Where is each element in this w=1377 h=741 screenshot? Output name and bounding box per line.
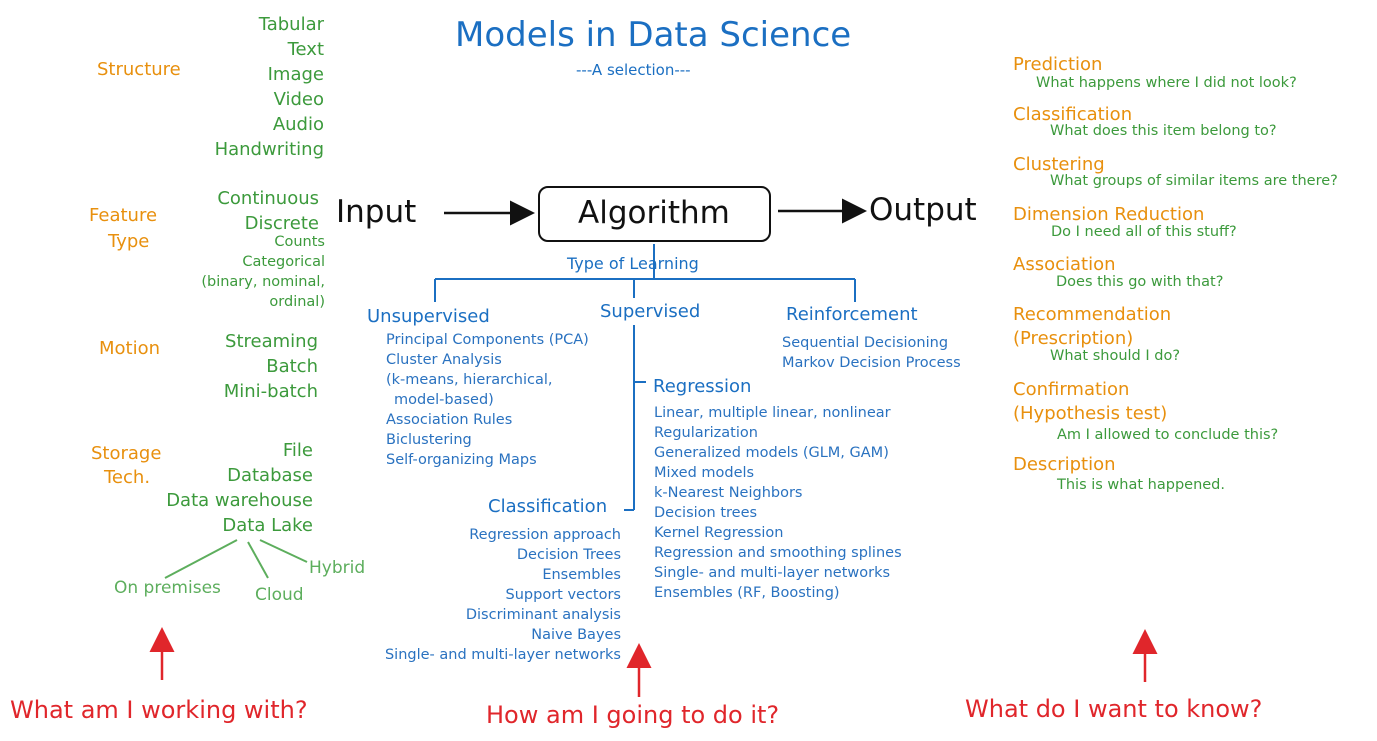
list-item: Counts xyxy=(274,234,325,250)
list-item: Linear, multiple linear, nonlinear xyxy=(654,405,891,421)
algorithm-box xyxy=(538,186,771,242)
list-item: Video xyxy=(273,89,324,110)
type-of-learning-label: Type of Learning xyxy=(567,254,699,273)
list-item: Support vectors xyxy=(505,587,621,603)
output-clustering-question: What groups of similar items are there? xyxy=(1050,173,1338,189)
list-item: Regression and smoothing splines xyxy=(654,545,902,561)
list-item: Image xyxy=(267,64,324,85)
feature-label: Feature xyxy=(89,205,158,226)
reinforcement-list: Sequential Decisioning Markov Decision P… xyxy=(782,333,961,373)
regression-label: Regression xyxy=(653,376,752,397)
list-item: Database xyxy=(227,465,313,486)
list-item: File xyxy=(282,440,313,461)
list-item: Regularization xyxy=(654,425,758,441)
output-recommendation: Recommendation xyxy=(1013,304,1172,325)
output-dimension-reduction-question: Do I need all of this stuff? xyxy=(1051,224,1237,240)
list-item: Ensembles (RF, Boosting) xyxy=(654,585,840,601)
list-item: Batch xyxy=(266,356,318,377)
page-title: Models in Data Science xyxy=(455,15,852,55)
list-item: Biclustering xyxy=(386,432,472,448)
output-prediction: Prediction xyxy=(1013,54,1103,75)
unsupervised-list: Principal Components (PCA) Cluster Analy… xyxy=(386,330,589,470)
feature-subtype-list: Counts Categorical (binary, nominal, ord… xyxy=(201,232,325,312)
output-prescription: (Prescription) xyxy=(1013,328,1134,349)
list-item: Data Lake xyxy=(222,515,313,536)
structure-list: Tabular Text Image Video Audio Handwriti… xyxy=(215,12,324,162)
reinforcement-label: Reinforcement xyxy=(786,304,918,325)
list-item: Cluster Analysis xyxy=(386,352,502,368)
list-item: Single- and multi-layer networks xyxy=(384,647,621,663)
deploy-cloud: Cloud xyxy=(255,585,304,605)
classification-list: Regression approach Decision Trees Ensem… xyxy=(385,525,621,665)
motion-list: Streaming Batch Mini-batch xyxy=(224,329,318,404)
list-item: Mini-batch xyxy=(223,381,318,402)
input-label: Input xyxy=(336,194,417,230)
supervised-label: Supervised xyxy=(600,301,701,322)
output-association-question: Does this go with that? xyxy=(1056,274,1224,290)
list-item: Text xyxy=(287,39,324,60)
structure-label: Structure xyxy=(97,59,181,80)
list-item: Categorical xyxy=(242,254,325,270)
classification-label: Classification xyxy=(488,496,608,517)
tech-label: Tech. xyxy=(104,467,151,488)
unsupervised-label: Unsupervised xyxy=(367,306,490,327)
list-item: Decision Trees xyxy=(516,547,621,563)
output-description-question: This is what happened. xyxy=(1057,477,1225,493)
list-item: Association Rules xyxy=(386,412,513,428)
output-confirmation: Confirmation xyxy=(1013,379,1130,400)
algorithm-label: Algorithm xyxy=(578,195,730,231)
deploy-on-premises: On premises xyxy=(114,578,221,598)
output-hypothesis-test: (Hypothesis test) xyxy=(1013,403,1168,424)
list-item: model-based) xyxy=(394,392,494,408)
question-middle: How am I going to do it? xyxy=(486,701,780,729)
output-label: Output xyxy=(869,192,977,228)
list-item: Single- and multi-layer networks xyxy=(654,565,891,581)
list-item: Sequential Decisioning xyxy=(782,335,949,351)
page-subtitle: ---A selection--- xyxy=(576,61,691,79)
list-item: Regression approach xyxy=(469,527,621,543)
output-dimension-reduction: Dimension Reduction xyxy=(1013,204,1205,225)
list-item: Ensembles xyxy=(542,567,621,583)
type-label: Type xyxy=(108,231,150,252)
list-item: Decision trees xyxy=(654,505,758,521)
question-left: What am I working with? xyxy=(10,696,308,724)
list-item: Generalized models (GLM, GAM) xyxy=(654,445,889,461)
list-item: Continuous xyxy=(217,188,319,209)
output-recommendation-question: What should I do? xyxy=(1050,348,1181,364)
regression-list: Linear, multiple linear, nonlinear Regul… xyxy=(654,403,902,603)
list-item: Discrete xyxy=(244,213,319,234)
list-item: Handwriting xyxy=(214,139,324,160)
output-description: Description xyxy=(1013,454,1116,475)
list-item: (k-means, hierarchical, xyxy=(386,372,553,388)
output-classification: Classification xyxy=(1013,104,1133,125)
list-item: ordinal) xyxy=(269,294,325,310)
list-item: Streaming xyxy=(225,331,318,352)
feature-type-list: Continuous Discrete xyxy=(217,186,319,236)
deploy-hybrid: Hybrid xyxy=(309,558,366,578)
list-item: Principal Components (PCA) xyxy=(386,332,589,348)
output-classification-question: What does this item belong to? xyxy=(1050,123,1277,139)
list-item: Kernel Regression xyxy=(654,525,784,541)
question-right: What do I want to know? xyxy=(965,695,1263,723)
list-item: Tabular xyxy=(258,14,324,35)
motion-label: Motion xyxy=(99,338,161,359)
list-item: Data warehouse xyxy=(166,490,313,511)
storage-list: File Database Data warehouse Data Lake xyxy=(166,438,313,538)
list-item: k-Nearest Neighbors xyxy=(654,485,803,501)
list-item: Discriminant analysis xyxy=(465,607,621,623)
list-item: (binary, nominal, xyxy=(201,274,325,290)
output-prediction-question: What happens where I did not look? xyxy=(1036,75,1297,91)
list-item: Naive Bayes xyxy=(531,627,621,643)
list-item: Mixed models xyxy=(654,465,755,481)
output-association: Association xyxy=(1013,254,1116,275)
list-item: Self-organizing Maps xyxy=(386,452,537,468)
list-item: Audio xyxy=(272,114,324,135)
storage-label: Storage xyxy=(91,443,162,464)
list-item: Markov Decision Process xyxy=(782,355,961,371)
output-confirmation-question: Am I allowed to conclude this? xyxy=(1057,427,1279,443)
output-clustering: Clustering xyxy=(1013,154,1105,175)
